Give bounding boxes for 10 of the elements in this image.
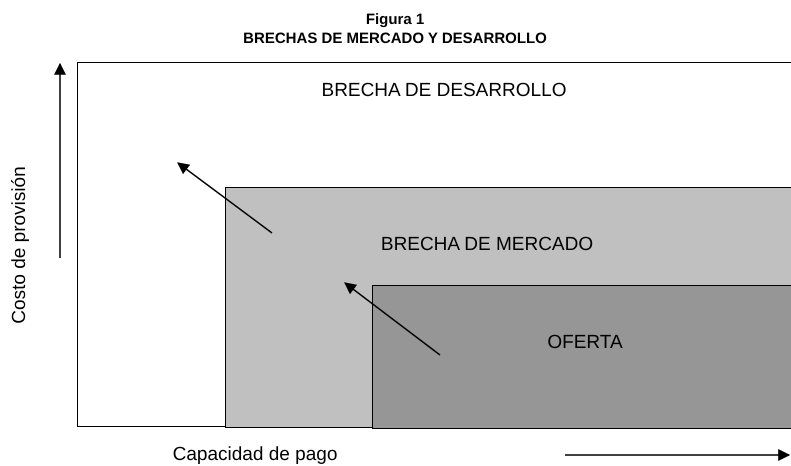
diagram-title: BRECHAS DE MERCADO Y DESARROLLO — [243, 30, 547, 47]
region-label: BRECHA DE DESARROLLO — [322, 80, 566, 102]
region-label: OFERTA — [547, 332, 623, 354]
figure-number: Figura 1 — [366, 11, 424, 28]
axis-label: Costo de provisión — [9, 166, 31, 324]
region-label: BRECHA DE MERCADO — [380, 234, 594, 256]
region-box — [77, 62, 791, 427]
region-box — [372, 285, 791, 429]
region-box — [225, 187, 791, 428]
axis-label: Capacidad de pago — [172, 444, 338, 466]
